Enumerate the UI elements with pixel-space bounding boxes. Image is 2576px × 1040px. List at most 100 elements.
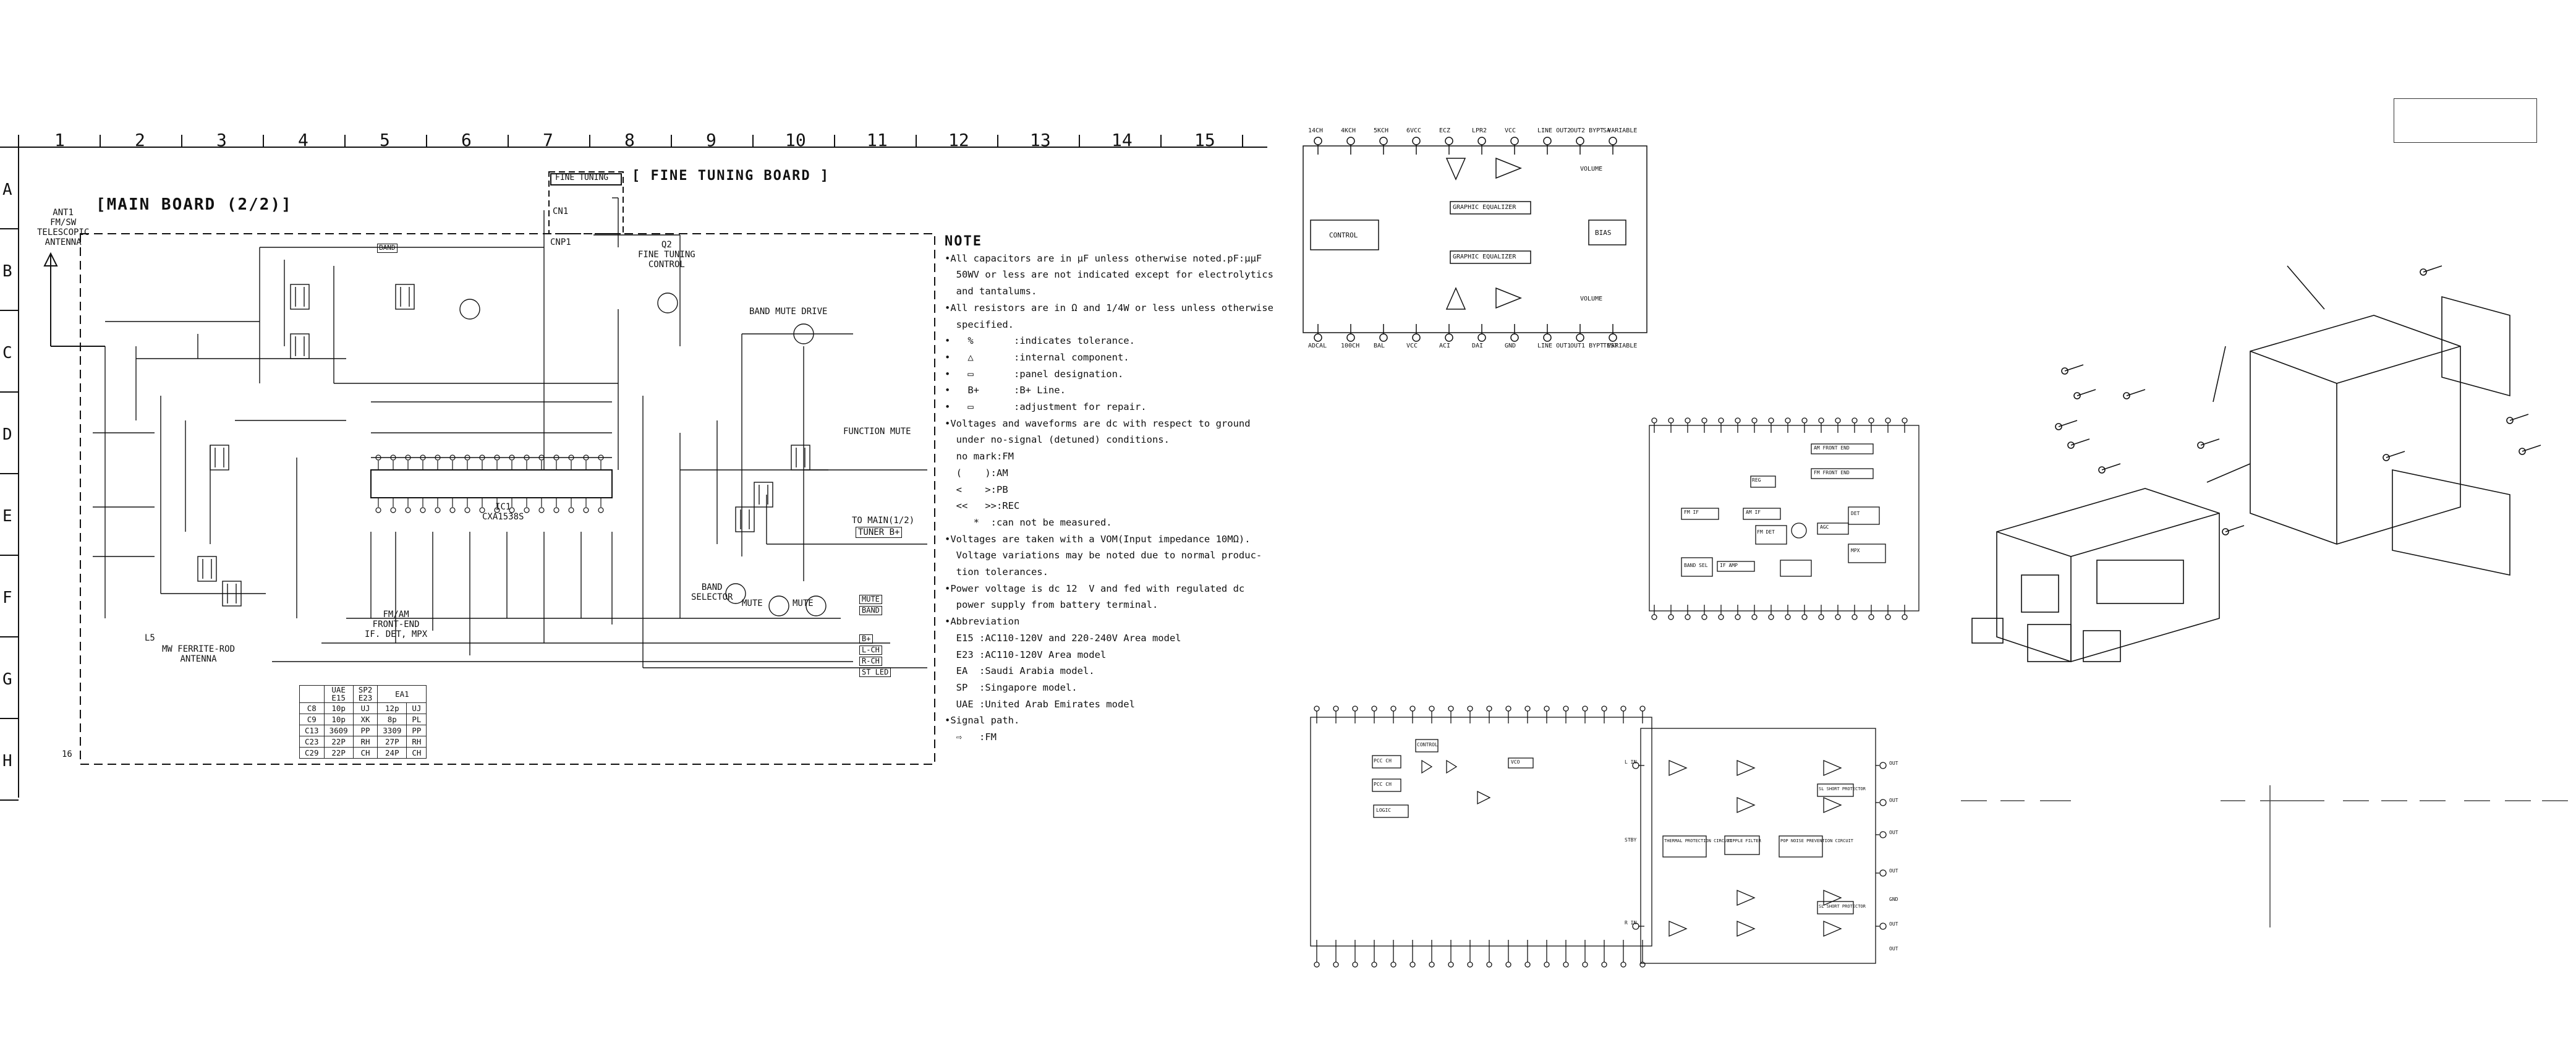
connector-tag-mute: MUTE [859,595,882,605]
ic3-block-label: CONTROL [1417,742,1438,748]
ic4-output-label: OUT [1889,830,1898,835]
table-cell: RH [406,736,427,748]
note-line: under no-signal (detuned) conditions. [945,434,1170,446]
cn1-label: CN1 [553,207,569,216]
note-line: tion tolerances. [945,566,1048,578]
ic1-bottom-pin-label: TEST [1603,343,1618,349]
note-line: •All resistors are in Ω and 1/4W or less… [945,302,1273,313]
ic4-output-label: OUT [1889,868,1898,874]
table-cell: 3609 [323,725,354,736]
ic1-block-label: VOLUME [1580,166,1603,173]
row-letter: F [2,589,12,607]
table-cell: 12p [377,702,407,714]
band-mute-drive-label: BAND MUTE DRIVE [749,307,828,317]
table-row: C29 22P CH 24P CH [299,747,427,759]
ferrite-antenna-label: MW FERRITE-ROD ANTENNA [162,644,236,665]
note-line: •All capacitors are in µF unless otherwi… [945,252,1262,264]
note-line: • % :indicates tolerance. [945,335,1135,347]
ic1-top-pin-label: 4KCH [1341,127,1356,134]
fm-front-end-label: FM/AM FRONT-END IF. DET, MPX [365,610,428,640]
ic4-block-label: SL SHORT PROTECTOR [1819,904,1866,909]
ic1-bottom-pin-label: LINE OUT1 [1537,343,1571,349]
ic2-block-label: REG [1752,477,1761,483]
row-letter: A [2,181,12,199]
table-cell: 10p [323,714,354,725]
mute-label-1: MUTE [742,599,763,608]
note-line: •Voltages are taken with a VOM(Input imp… [945,533,1251,545]
corner-number: 16 [62,749,72,759]
row-letter: H [2,752,12,770]
note-line: •Abbreviation [945,616,1020,628]
ic3-block-label: PCC CH [1374,758,1392,764]
note-line: ⇨ :FM [945,731,997,743]
column-number: 9 [706,130,716,150]
table-row: C13 3609 PP 3309 PP [299,725,427,736]
row-letter: E [2,507,12,526]
ic1-block-diagram [1303,137,1647,342]
note-line: ( ):AM [945,467,1008,479]
ic1-top-pin-label: ECZ [1439,127,1451,134]
note-line: EA :Saudi Arabia model. [945,665,1095,677]
ic4-block-label: THERMAL PROTECTION CIRCUIT [1664,838,1732,843]
band-selector-label: BAND SELECTOR [691,582,733,603]
ic4-block-diagram [1632,728,1887,964]
table-row: C9 10p XK 8p PL [299,714,427,725]
ic1-bottom-pin-label: GND [1505,343,1516,349]
ic2-block-diagram [1649,417,1919,620]
ic4-input-label: L IN [1625,759,1637,765]
ic1-top-pin-label: SA [1603,127,1611,134]
note-line: * :can not be measured. [945,516,1112,528]
column-number: 1 [54,130,65,150]
ic3-block-label: VCO [1511,759,1520,765]
rev-lines [1961,785,2568,927]
ic1-bottom-pin-label: OUT1 BYPT VARIABLE [1570,343,1638,349]
cnp1-label: CNP1 [550,237,571,247]
main-board-title: [MAIN BOARD (2/2)] [96,195,292,214]
note-line: E23 :AC110-120V Area model [945,649,1107,660]
table-cell: 8p [377,714,407,725]
ic1-bottom-pin-label: VCC [1406,343,1418,349]
ic1-top-pin-label: 5KCH [1374,127,1389,134]
ic1-bottom-pin-label: BAL [1374,343,1385,349]
connector-tag-l-ch: L-CH [859,646,882,655]
table-row: C23 22P RH 27P RH [299,736,427,748]
table-cell: 22P [323,747,354,759]
table-cell [299,685,325,703]
column-number: 4 [298,130,308,150]
column-number: 6 [461,130,472,150]
table-row: UAE E15 SP2 E23 EA1 [299,685,427,703]
column-number: 5 [380,130,390,150]
table-cell: UJ [406,702,427,714]
ic1-top-pin-label: 14CH [1308,127,1324,134]
note-line: • B+ :B+ Line. [945,385,1066,396]
ic1-body [370,469,613,498]
exploded-view [1971,265,2541,662]
table-cell: C29 [299,747,325,759]
antenna-label: ANT1 FM/SW TELESCOPIC ANTENNA [37,208,90,248]
note-line: • ▭ :adjustment for repair. [945,401,1147,413]
row-letter: C [2,344,12,362]
note-line: 50WV or less are not indicated except fo… [945,269,1273,281]
note-line: E15 :AC110-120V and 220-240V Area model [945,632,1181,644]
fine-tuning-tag-box [550,173,622,185]
ic1-top-pin-label: VCC [1505,127,1516,134]
table-cell: SP2 E23 [352,685,378,703]
ic1-bottom-pin-label: DAI [1472,343,1484,349]
notes-list: •All capacitors are in µF unless otherwi… [945,250,1273,746]
ic2-block-label: FM IF [1684,509,1699,515]
ic4-output-label: OUT [1889,798,1898,803]
table-cell: 22P [323,736,354,748]
ic4-input-label: R IN [1625,920,1637,926]
note-line: SP :Singapore model. [945,681,1078,693]
table-cell: EA1 [377,685,427,703]
ic1-block-label: GRAPHIC EQUALIZER [1453,254,1516,260]
ic4-output-label: OUT [1889,946,1898,952]
ic1-block-label: BIAS [1595,229,1612,237]
ic1-top-pin-label: LPR2 [1472,127,1487,134]
ic2-block-label: DET [1851,511,1860,516]
table-cell: UAE E15 [323,685,354,703]
table-cell: C23 [299,736,325,748]
ic4-input-label: STBY [1625,837,1637,843]
note-line: specified. [945,318,1014,330]
